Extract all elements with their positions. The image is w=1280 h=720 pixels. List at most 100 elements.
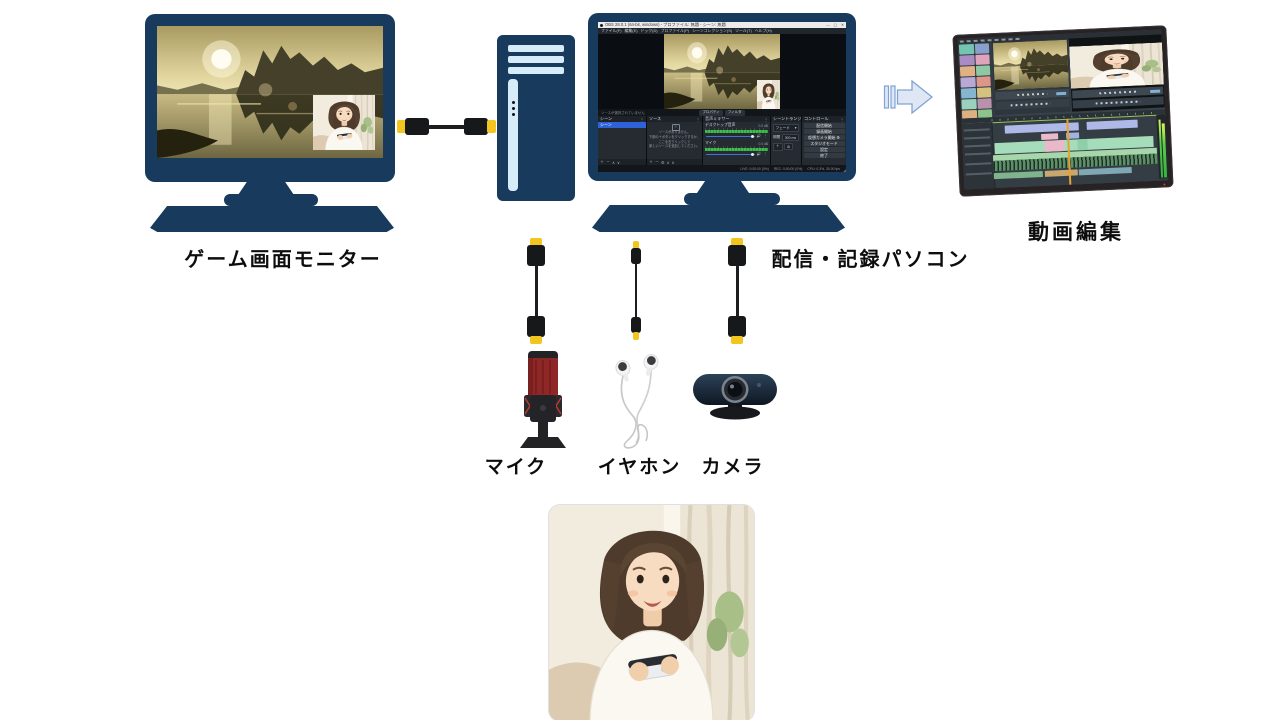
- clip-thumbnail[interactable]: [960, 76, 976, 88]
- slider-knob[interactable]: [750, 152, 754, 157]
- menu-item[interactable]: シーンコレクション(S): [692, 28, 733, 33]
- channel-name: マイク: [705, 141, 717, 145]
- menu-item[interactable]: ツール(T): [735, 28, 752, 33]
- clip-thumbnail[interactable]: [974, 54, 990, 65]
- slider-knob[interactable]: [750, 134, 754, 139]
- streaming-pc-label: 配信・記録パソコン: [771, 249, 970, 271]
- sources-toolbar: ＋ － ⚙ ∧ ∨: [647, 159, 702, 165]
- remove-icon[interactable]: －: [606, 159, 610, 164]
- clip-thumbnail[interactable]: [976, 98, 992, 109]
- clip-thumbnail[interactable]: [975, 76, 991, 87]
- facecam-image: [757, 80, 780, 109]
- menu-item[interactable]: プロファイル(P): [660, 28, 690, 33]
- menu-item[interactable]: 編集(E): [624, 28, 638, 33]
- speaker-icon[interactable]: 🔊: [756, 134, 761, 138]
- mixer-dock-title: 音声ミキサー: [705, 116, 730, 121]
- scene-list-item[interactable]: シーン: [598, 122, 646, 128]
- remove-icon[interactable]: －: [655, 159, 659, 164]
- transition-select[interactable]: フェード ▾: [773, 124, 799, 132]
- studio-mode-button[interactable]: スタジオモード: [803, 141, 845, 146]
- earbud: [615, 360, 631, 382]
- menu-item[interactable]: ヘルプ(H): [754, 28, 772, 33]
- sources-dock: ソース⋮ ? ソースがありません。 下部の＋ボタンをクリックするか、 ここを右ク…: [647, 116, 702, 165]
- facecam-image: [1069, 42, 1164, 89]
- earphones-illustration: [615, 354, 659, 449]
- video-clip[interactable]: [1077, 138, 1088, 151]
- video-clip[interactable]: [1044, 139, 1065, 152]
- transport-controls[interactable]: [995, 98, 1070, 111]
- start-streaming-button[interactable]: 配信開始: [803, 123, 845, 128]
- clip-thumbnail[interactable]: [976, 87, 992, 98]
- more-icon: ⋮: [763, 116, 768, 122]
- up-icon[interactable]: ∧: [666, 159, 670, 165]
- cable-connector: [731, 238, 743, 246]
- transport-controls[interactable]: [1072, 96, 1164, 109]
- menu-item[interactable]: ファイル(F): [601, 28, 622, 33]
- duration-value[interactable]: 300 ms: [781, 134, 800, 141]
- player-photo: [548, 504, 755, 720]
- editor-program-monitor: [1068, 34, 1165, 112]
- add-icon[interactable]: ＋: [649, 159, 653, 164]
- minimize-icon[interactable]: —: [825, 23, 830, 27]
- resize-grip[interactable]: [842, 168, 846, 172]
- flow-arrow-icon: [883, 79, 934, 115]
- gear-icon: ⚙: [836, 135, 840, 140]
- close-icon[interactable]: ✕: [840, 23, 844, 27]
- clip-thumbnail[interactable]: [959, 65, 975, 77]
- clip-thumbnail[interactable]: [960, 87, 976, 99]
- editing-monitor: [952, 25, 1174, 197]
- cable-plug: [405, 118, 429, 135]
- properties-button[interactable]: プロパティ: [699, 109, 723, 116]
- obs-window-title: OBS 28.0.1 (64-bit, windows) - プロファイル: 無…: [605, 22, 726, 27]
- monitor-base: [150, 206, 394, 232]
- up-icon[interactable]: ∧: [612, 159, 615, 165]
- cable-plug: [728, 316, 746, 337]
- volume-slider[interactable]: 🔊 ⋮: [705, 134, 768, 139]
- audio-clip[interactable]: [1044, 169, 1078, 177]
- clip-thumbnail[interactable]: [961, 98, 977, 110]
- tower-led: [511, 101, 515, 104]
- live-timecode: LIVE: 0:00:00 (0%): [740, 166, 769, 171]
- obs-docks: シーン⋮ シーン ＋ － ∧ ∨ ソース⋮: [598, 116, 846, 165]
- volume-slider[interactable]: 🔊 ⋮: [705, 152, 768, 157]
- monitor-base: [592, 205, 845, 232]
- tower-led: [511, 107, 515, 110]
- settings-button[interactable]: 設定: [803, 147, 845, 152]
- audio-clip[interactable]: [993, 170, 1044, 180]
- add-icon[interactable]: ＋: [773, 142, 783, 151]
- start-recording-button[interactable]: 録画開始: [803, 129, 845, 134]
- cable-connector: [530, 336, 542, 344]
- clip-thumbnail[interactable]: [958, 43, 974, 55]
- chevron-down-icon: ▾: [794, 126, 797, 130]
- gear-icon[interactable]: ⚙: [784, 143, 794, 150]
- cable-plug: [630, 248, 641, 264]
- maximize-icon[interactable]: ▢: [833, 23, 837, 27]
- obs-preview: [598, 34, 846, 109]
- more-icon[interactable]: ⋮: [763, 152, 767, 156]
- video-clip[interactable]: [1041, 133, 1058, 141]
- tower-led: [511, 113, 515, 116]
- down-icon[interactable]: ∨: [671, 159, 675, 165]
- down-icon[interactable]: ∨: [616, 159, 620, 165]
- track-headers: [961, 122, 996, 190]
- speaker-icon[interactable]: 🔊: [756, 152, 761, 156]
- microphone-illustration: [520, 351, 566, 448]
- duration-label: 期間: [773, 135, 781, 139]
- clip-thumbnail[interactable]: [975, 65, 991, 76]
- exit-button[interactable]: 終了: [803, 153, 845, 158]
- audio-clip[interactable]: [1078, 166, 1132, 176]
- virtual-camera-button[interactable]: 仮想カメラ開始⚙: [803, 135, 845, 140]
- clip-thumbnail[interactable]: [959, 54, 975, 66]
- earbud: [643, 354, 659, 376]
- clip-thumbnail[interactable]: [974, 43, 990, 54]
- video-clip[interactable]: [1086, 119, 1138, 130]
- filters-button[interactable]: フィルタ: [724, 109, 745, 116]
- webcam-led: [757, 383, 761, 387]
- monitor-neck-bar: [224, 194, 318, 206]
- gear-icon[interactable]: ⚙: [661, 159, 665, 165]
- more-icon[interactable]: ⋮: [763, 134, 767, 138]
- menu-item[interactable]: ドック(D): [640, 28, 658, 33]
- game-monitor-bezel: [145, 14, 395, 182]
- add-icon[interactable]: ＋: [600, 159, 604, 164]
